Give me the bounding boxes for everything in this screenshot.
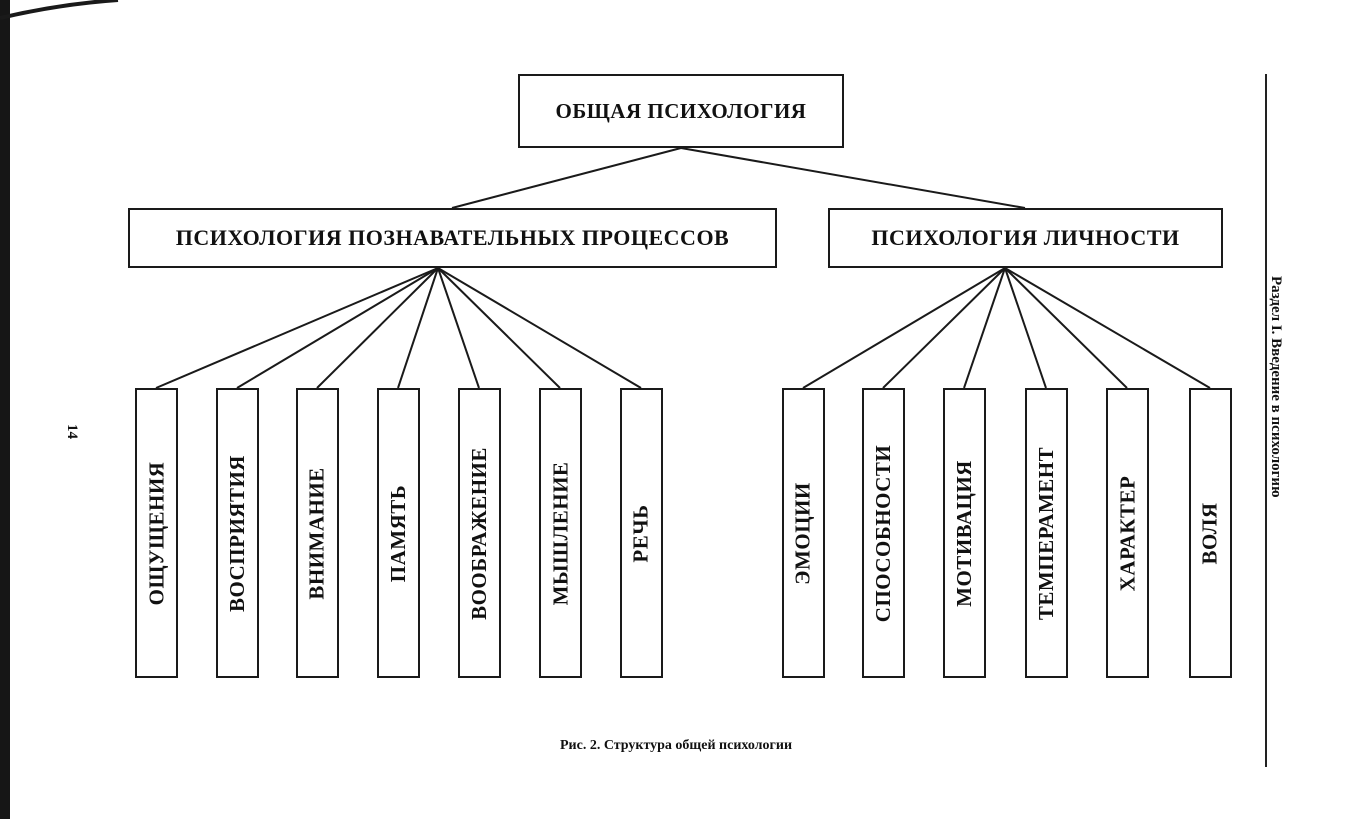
root-node: ОБЩАЯ ПСИХОЛОГИЯ: [518, 74, 844, 148]
margin-rule: [1265, 74, 1267, 767]
leaf-node-abilities: СПОСОБНОСТИ: [862, 388, 905, 678]
connector-cognitive-to-attention: [316, 267, 439, 389]
branch-node-cognitive-processes: ПСИХОЛОГИЯ ПОЗНАВАТЕЛЬНЫХ ПРОЦЕССОВ: [128, 208, 777, 268]
leaf-node-label: ВООБРАЖЕНИЕ: [467, 446, 492, 620]
branch-node-personality: ПСИХОЛОГИЯ ЛИЧНОСТИ: [828, 208, 1223, 268]
connector-root-to-cognitive: [451, 147, 682, 209]
connector-cognitive-to-memory: [397, 267, 439, 389]
connector-cognitive-to-sensations: [155, 267, 439, 389]
leaf-node-imagination: ВООБРАЖЕНИЕ: [458, 388, 501, 678]
leaf-node-perceptions: ВОСПРИЯТИЯ: [216, 388, 259, 678]
leaf-node-label: ВОЛЯ: [1198, 501, 1223, 565]
connector-cognitive-to-imagination: [437, 267, 480, 389]
leaf-node-label: ХАРАКТЕР: [1115, 475, 1139, 591]
leaf-node-label: ОЩУЩЕНИЯ: [144, 461, 168, 605]
root-node-label: ОБЩАЯ ПСИХОЛОГИЯ: [555, 98, 807, 123]
leaf-node-label: ВОСПРИЯТИЯ: [225, 454, 249, 612]
connector-root-to-personality: [680, 147, 1026, 209]
leaf-node-label: ЭМОЦИИ: [791, 481, 815, 585]
leaf-node-will: ВОЛЯ: [1189, 388, 1232, 678]
page-number: 14: [64, 424, 80, 439]
connector-cognitive-to-thinking: [437, 267, 561, 389]
leaf-node-speech: РЕЧЬ: [620, 388, 663, 678]
leaf-node-thinking: МЫШЛЕНИЕ: [539, 388, 582, 678]
leaf-node-sensations: ОЩУЩЕНИЯ: [135, 388, 178, 678]
leaf-node-attention: ВНИМАНИЕ: [296, 388, 339, 678]
leaf-node-emotions: ЭМОЦИИ: [782, 388, 825, 678]
leaf-node-memory: ПАМЯТЬ: [377, 388, 420, 678]
page-edge-shadow: [0, 0, 10, 819]
leaf-node-label: МОТИВАЦИЯ: [952, 459, 976, 607]
connector-cognitive-to-perceptions: [236, 267, 439, 389]
leaf-node-label: МЫШЛЕНИЕ: [548, 461, 572, 605]
leaf-node-label: РЕЧЬ: [629, 503, 654, 563]
connector-personality-to-abilities: [882, 267, 1006, 389]
connector-personality-to-temperament: [1004, 267, 1047, 389]
leaf-node-label: СПОСОБНОСТИ: [871, 444, 896, 622]
connector-personality-to-emotions: [802, 267, 1006, 389]
connector-personality-to-character: [1004, 267, 1128, 389]
leaf-node-character: ХАРАКТЕР: [1106, 388, 1149, 678]
branch-node-label: ПСИХОЛОГИЯ ПОЗНАВАТЕЛЬНЫХ ПРОЦЕССОВ: [175, 225, 730, 250]
figure-caption: Рис. 2. Структура общей психологии: [559, 738, 793, 753]
connector-personality-to-will: [1004, 267, 1211, 389]
leaf-node-label: ТЕМПЕРАМЕНТ: [1034, 446, 1058, 620]
page-corner-stroke: [0, 0, 119, 20]
leaf-node-motivation: МОТИВАЦИЯ: [943, 388, 986, 678]
connector-cognitive-to-speech: [437, 267, 642, 389]
leaf-node-label: ВНИМАНИЕ: [305, 466, 329, 600]
connector-personality-to-motivation: [963, 267, 1006, 389]
leaf-node-label: ПАМЯТЬ: [386, 484, 411, 582]
branch-node-label: ПСИХОЛОГИЯ ЛИЧНОСТИ: [871, 225, 1180, 250]
running-head: Раздел I. Введение в психологию: [1268, 276, 1284, 498]
leaf-node-temperament: ТЕМПЕРАМЕНТ: [1025, 388, 1068, 678]
